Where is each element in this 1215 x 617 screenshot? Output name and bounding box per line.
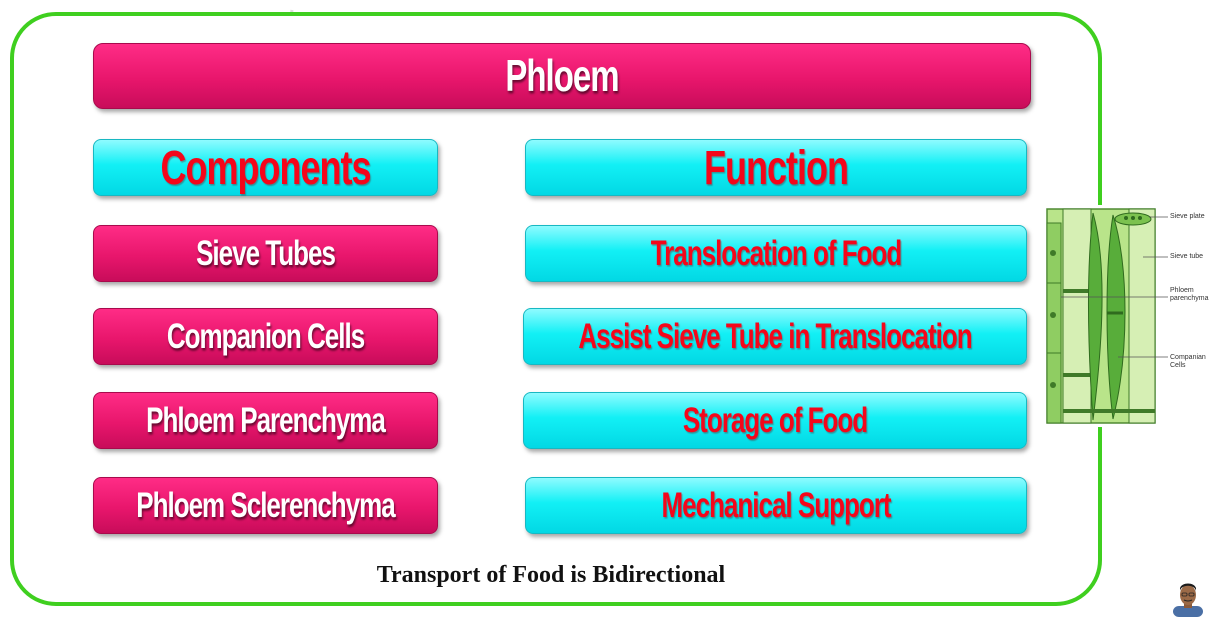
label-companion-cells-2: Cells bbox=[1170, 362, 1186, 370]
label-sieve-tube: Sieve tube bbox=[1170, 253, 1203, 261]
function-assist-sieve-tube: Assist Sieve Tube in Translocation bbox=[523, 308, 1027, 365]
function-storage: Storage of Food bbox=[523, 392, 1027, 449]
components-header: Components bbox=[93, 139, 438, 196]
label-phloem-parenchyma-2: parenchyma bbox=[1170, 295, 1209, 303]
component-phloem-sclerenchyma: Phloem Sclerenchyma bbox=[93, 477, 438, 534]
footer-caption: Transport of Food is Bidirectional bbox=[0, 562, 1102, 589]
function-translocation: Translocation of Food bbox=[525, 225, 1027, 282]
presenter-avatar bbox=[1170, 582, 1206, 617]
function-header: Function bbox=[525, 139, 1027, 196]
component-sieve-tubes: Sieve Tubes bbox=[93, 225, 438, 282]
title-banner: Phloem bbox=[93, 43, 1031, 109]
label-phloem-parenchyma-1: Phloem bbox=[1170, 287, 1194, 295]
component-companion-cells: Companion Cells bbox=[93, 308, 438, 365]
label-sieve-plate: Sieve plate bbox=[1170, 213, 1205, 221]
title-text: Phloem bbox=[505, 50, 618, 101]
phloem-diagram bbox=[1043, 205, 1168, 427]
function-mechanical-support: Mechanical Support bbox=[525, 477, 1027, 534]
label-companion-cells-1: Companian bbox=[1170, 354, 1206, 362]
component-phloem-parenchyma: Phloem Parenchyma bbox=[93, 392, 438, 449]
